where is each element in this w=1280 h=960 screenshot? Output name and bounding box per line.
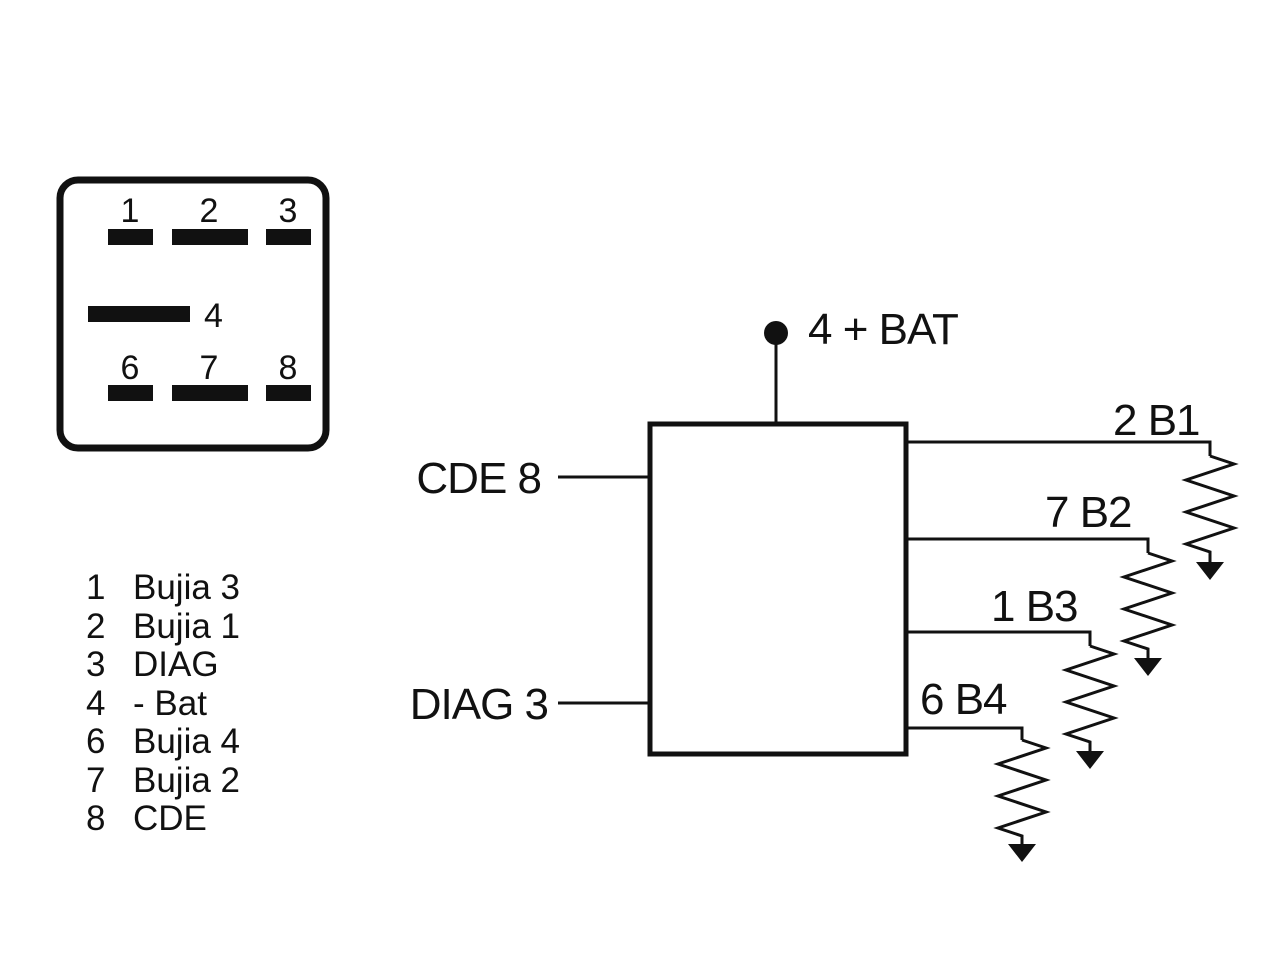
output-wire: [906, 440, 1212, 456]
supply-label: 4 + BAT: [808, 305, 958, 354]
pin-number-1: 1: [121, 192, 140, 230]
terminal-8: [266, 385, 311, 401]
module-box: [647, 421, 909, 757]
pin-number-2: 2: [200, 192, 219, 230]
output-label: 1 B3: [991, 582, 1078, 631]
legend-text: Bujia 2: [133, 761, 240, 800]
pin-number-3: 3: [279, 192, 298, 230]
pin-number-6: 6: [121, 349, 140, 387]
legend-num: 3: [86, 645, 105, 684]
output-b2: 7 B2: [906, 488, 1177, 676]
resistor-glow-plug: [1119, 551, 1177, 658]
ground-arrow-icon: [1134, 658, 1162, 676]
legend-text: Bujia 3: [133, 568, 240, 607]
output-label: 6 B4: [920, 675, 1007, 724]
terminal-6: [108, 385, 153, 401]
terminal-1: [108, 229, 153, 245]
input-label-cde: CDE 8: [416, 454, 541, 503]
output-label: 7 B2: [1045, 488, 1132, 537]
terminal-7: [172, 385, 248, 401]
legend-text: Bujia 4: [133, 722, 240, 761]
output-label: 2 B1: [1113, 396, 1200, 445]
legend-num: 1: [86, 568, 105, 607]
legend-num: 8: [86, 799, 105, 838]
legend-text: - Bat: [133, 684, 207, 723]
ground-arrow-icon: [1008, 844, 1036, 862]
connector-outline: [56, 176, 330, 452]
output-wire: [906, 537, 1150, 553]
pin-number-4: 4: [204, 297, 223, 335]
legend-num: 6: [86, 722, 105, 761]
supply-terminal-dot: [764, 321, 788, 345]
terminal-3: [266, 229, 311, 245]
legend-text: CDE: [133, 799, 207, 838]
legend-num: 2: [86, 607, 105, 646]
terminal-4: [88, 306, 190, 322]
resistor-glow-plug: [993, 738, 1051, 844]
pin-number-8: 8: [279, 349, 298, 387]
resistor-glow-plug: [1061, 644, 1119, 751]
pin-number-7: 7: [200, 349, 219, 387]
resistor-glow-plug: [1181, 454, 1239, 562]
legend-num: 4: [86, 684, 105, 723]
pin-legend: 1 Bujia 3 2 Bujia 1 3 DIAG 4 - Bat 6 Buj…: [86, 568, 240, 838]
output-wire: [906, 630, 1092, 646]
output-wire: [906, 726, 1024, 740]
ground-arrow-icon: [1196, 562, 1224, 580]
ground-arrow-icon: [1076, 751, 1104, 769]
output-b3: 1 B3: [906, 582, 1119, 769]
legend-text: DIAG: [133, 645, 219, 684]
output-b1: 2 B1: [906, 396, 1239, 580]
terminal-2: [172, 229, 248, 245]
input-label-diag: DIAG 3: [410, 680, 548, 729]
legend-text: Bujia 1: [133, 607, 240, 646]
output-b4: 6 B4: [906, 675, 1051, 862]
legend-num: 7: [86, 761, 105, 800]
